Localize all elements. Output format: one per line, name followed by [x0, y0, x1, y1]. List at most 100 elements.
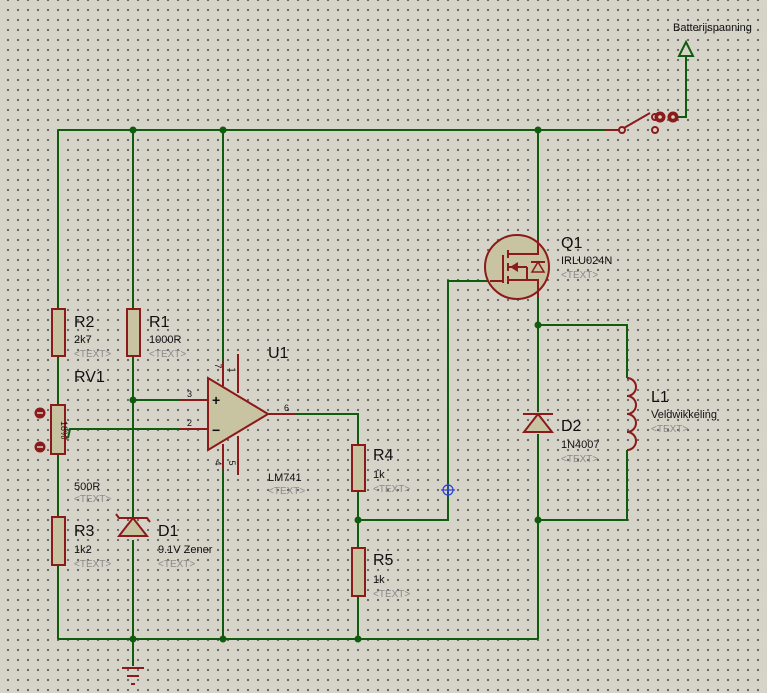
opamp-triangle [207, 376, 270, 452]
component-value: 500R [74, 481, 100, 493]
resistor-body [351, 444, 366, 492]
power-terminal-icon[interactable] [677, 39, 695, 57]
mosfet-q1[interactable]: Q1 IRLU024N <TEXT> [484, 234, 612, 300]
wire-gate [358, 280, 490, 521]
pin-number: 3 [187, 389, 192, 399]
resistor-body [126, 308, 141, 357]
wiper-arrow-icon [64, 435, 68, 441]
junction [219, 126, 227, 134]
mosfet-source [508, 279, 539, 298]
opamp-plus-sign: + [212, 392, 220, 408]
text-placeholder: <TEXT> [268, 486, 305, 497]
component-value: 1N4007 [561, 439, 600, 451]
ground-icon [122, 667, 144, 685]
resistor-r1[interactable]: R1 1000R <TEXT> [126, 308, 186, 360]
switch-contact [651, 126, 659, 134]
text-placeholder: <TEXT> [74, 349, 111, 360]
component-value: 2k7 [74, 334, 92, 346]
text-placeholder: <TEXT> [74, 494, 111, 505]
resistor-r4[interactable]: R4 1k <TEXT> [351, 444, 410, 495]
junctions [129, 126, 542, 643]
text-placeholder: <TEXT> [561, 270, 598, 281]
junction [534, 516, 542, 524]
potentiometer-rv1[interactable]: 18% RV1 500R <TEXT> [34, 369, 112, 505]
switch-terminal-hole [658, 115, 662, 119]
junction [354, 516, 362, 524]
inductor-coil [626, 377, 637, 451]
text-placeholder: <TEXT> [158, 559, 195, 570]
switch-terminal-hole [671, 115, 675, 119]
resistor-r3[interactable]: R3 1k2 <TEXT> [51, 516, 111, 570]
battery-label: Batterijspanning [673, 22, 752, 34]
component-ref: R4 [373, 447, 394, 464]
component-ref: R3 [74, 523, 95, 540]
potentiometer-setting: 18% [59, 421, 69, 439]
resistor-body [351, 547, 366, 597]
component-ref: R2 [74, 314, 95, 331]
diode-d2[interactable]: D2 1N4007 <TEXT> [521, 412, 600, 465]
pin-number: 7 [213, 363, 223, 368]
switch-lever [623, 112, 651, 129]
component-value: 1k2 [74, 544, 92, 556]
opamp-minus-sign: − [212, 422, 220, 438]
text-placeholder: <TEXT> [149, 349, 186, 360]
battery-terminal[interactable]: Batterijspanning [673, 22, 752, 57]
zener-d1[interactable]: D1 9.1V Zener <TEXT> [115, 513, 213, 570]
mosfet-drain [508, 239, 539, 255]
junction [534, 126, 542, 134]
opamp-u1[interactable]: + − 3 2 6 7 1 4 5 U1 LM741 <TEXT> [180, 345, 305, 497]
resistor-body [51, 516, 66, 566]
component-ref: Q1 [561, 235, 582, 252]
resistor-r2[interactable]: R2 2k7 <TEXT> [51, 308, 111, 360]
mosfet-arrow-icon [510, 262, 518, 272]
mosfet-diode-icon [530, 260, 546, 273]
text-placeholder: <TEXT> [651, 424, 688, 435]
wire-in-minus [67, 428, 180, 439]
component-ref: U1 [268, 345, 289, 362]
resistor-body [51, 308, 66, 357]
wire-out [295, 413, 359, 445]
component-value: 1k [373, 469, 385, 481]
text-placeholder: <TEXT> [74, 559, 111, 570]
potentiometer-body [50, 404, 66, 455]
inductor-l1[interactable]: L1 Veldwikkeling <TEXT> [626, 377, 717, 451]
junction [129, 126, 137, 134]
pin-number: 4 [213, 460, 223, 465]
wires [57, 56, 687, 666]
crosshair-cursor-icon [441, 483, 455, 497]
wire-l1-top [538, 324, 628, 378]
component-ref: R1 [149, 314, 170, 331]
component-value: LM741 [268, 472, 302, 484]
component-value: 1000R [149, 334, 181, 346]
zener-bar [115, 513, 151, 523]
junction [534, 321, 542, 329]
wire-battery [673, 56, 687, 118]
pin-number: 6 [284, 403, 289, 413]
diode-triangle [521, 412, 555, 433]
pin-number: 2 [187, 418, 192, 428]
text-placeholder: <TEXT> [373, 589, 410, 600]
text-placeholder: <TEXT> [561, 454, 598, 465]
component-value: 1k [373, 574, 385, 586]
component-ref: D1 [158, 523, 179, 540]
wire-l1-bottom [538, 450, 628, 521]
component-ref: D2 [561, 418, 582, 435]
junction [354, 635, 362, 643]
junction [219, 635, 227, 643]
component-ref: RV1 [74, 369, 105, 386]
component-value: IRLU024N [561, 255, 612, 267]
component-value: Veldwikkeling [651, 409, 717, 421]
resistor-r5[interactable]: R5 1k <TEXT> [351, 547, 410, 600]
component-ref: R5 [373, 552, 394, 569]
component-value: 9.1V Zener [158, 544, 213, 556]
switch-contact [618, 126, 626, 134]
text-placeholder: <TEXT> [373, 484, 410, 495]
junction [129, 396, 137, 404]
pin-number: 1 [227, 367, 237, 372]
zener-triangle [116, 516, 150, 537]
junction [129, 635, 137, 643]
pin-number: 5 [227, 460, 237, 465]
switch[interactable] [606, 111, 679, 134]
component-ref: L1 [651, 389, 669, 406]
